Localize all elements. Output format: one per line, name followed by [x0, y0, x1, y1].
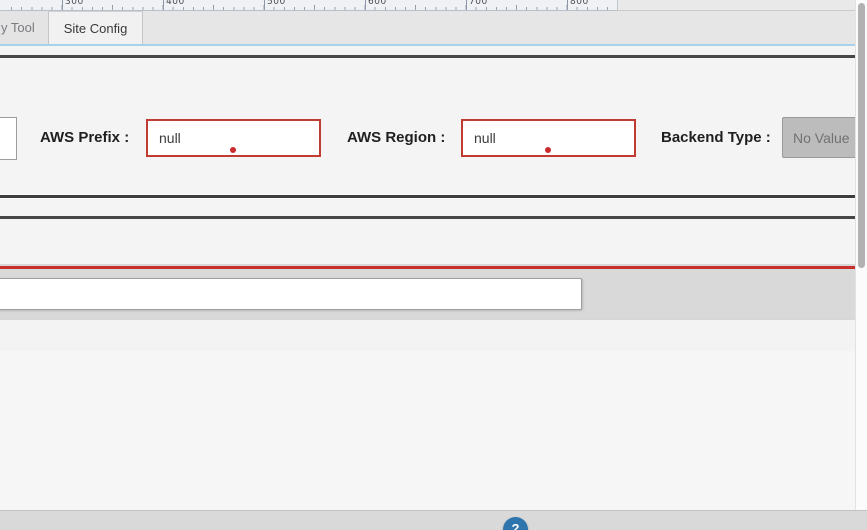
status-bar: [0, 510, 867, 530]
help-button[interactable]: ?: [503, 517, 528, 530]
divider-silver: [0, 264, 855, 266]
ruler-label: 300: [65, 0, 84, 7]
divider-red: [0, 266, 855, 269]
ruler-major-tick: [567, 0, 568, 10]
tab-bar: y Tool Site Config: [0, 11, 855, 44]
ruler-major-tick: [62, 0, 63, 10]
backend-type-label: Backend Type :: [661, 129, 771, 146]
ruler-major-tick: [365, 0, 366, 10]
aws-region-label: AWS Region :: [347, 129, 446, 146]
tab-site-config[interactable]: Site Config: [48, 11, 143, 44]
aws-prefix-error-dot: [230, 147, 236, 153]
ruler-label: 600: [368, 0, 387, 7]
toolbar-text-input[interactable]: [0, 278, 582, 310]
ruler-label: 400: [166, 0, 185, 7]
ruler-major-tick: [264, 0, 265, 10]
aws-region-error-dot: [545, 147, 551, 153]
panel-strip: [0, 320, 855, 351]
aws-region-input[interactable]: [461, 119, 636, 157]
divider-dark-middle-1: [0, 194, 855, 199]
cropped-left-field[interactable]: [0, 117, 17, 160]
aws-prefix-label: AWS Prefix :: [40, 129, 130, 146]
tab-query-tool[interactable]: y Tool: [0, 11, 49, 44]
horizontal-ruler: 300 400 500 600 700 800: [0, 0, 618, 11]
divider-dark-middle-2: [0, 216, 855, 219]
tab-active-underline: [0, 44, 855, 46]
ruler-spacer: [618, 0, 855, 11]
ruler-label: 700: [469, 0, 488, 7]
ruler-label: 500: [267, 0, 286, 7]
aws-prefix-input[interactable]: [146, 119, 321, 157]
backend-type-select[interactable]: No Value: [782, 117, 860, 158]
empty-content-area: [0, 351, 855, 510]
ruler-major-tick: [466, 0, 467, 10]
ruler-label: 800: [570, 0, 589, 7]
scrollbar-thumb[interactable]: [858, 3, 865, 268]
divider-dark-top: [0, 55, 855, 58]
lower-toolbar: [0, 269, 855, 320]
ruler-major-tick: [163, 0, 164, 10]
vertical-scrollbar[interactable]: [855, 0, 867, 510]
